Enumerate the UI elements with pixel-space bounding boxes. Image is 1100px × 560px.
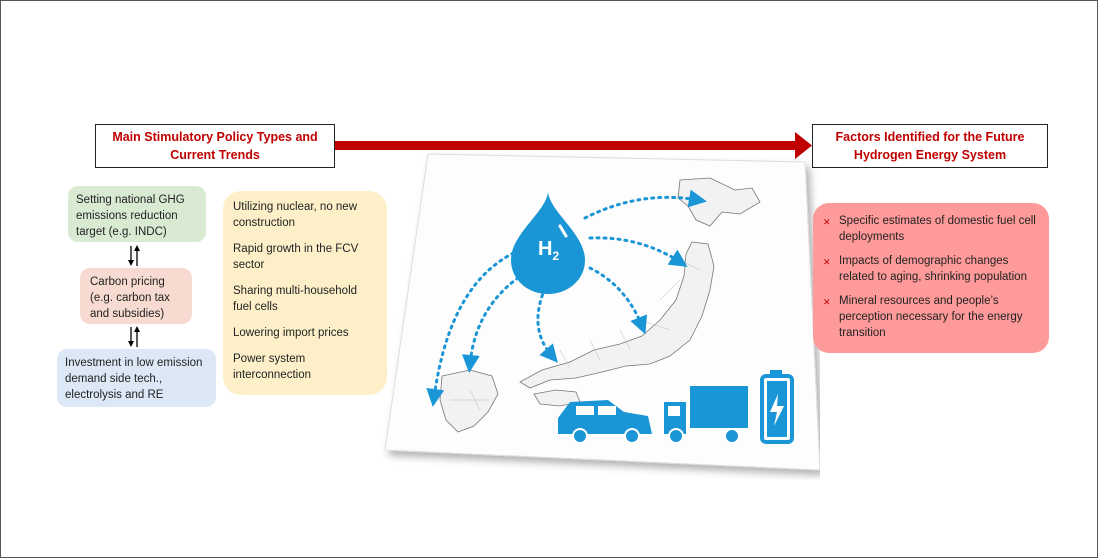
japan-map-card [384,153,820,471]
prefecture-lines [450,259,701,411]
trend-item: Utilizing nuclear, no new construction [233,201,358,229]
factor-item: ✕Specific estimates of domestic fuel cel… [823,215,1036,243]
trend-item: Rapid growth in the FCV sector [233,243,359,271]
carbon-pricing-box: Carbon pricing (e.g. carbon tax and subs… [80,268,192,324]
carbon-pricing-label: Carbon pricing (e.g. carbon tax and subs… [90,276,170,320]
japan-outline [439,177,761,433]
trend-item: Power system interconnection [233,353,311,381]
factor-item: ✕Mineral resources and people’s percepti… [823,295,1023,339]
factors-panel: ✕Specific estimates of domestic fuel cel… [813,203,1049,353]
left-header-title: Main Stimulatory Policy Types and Curren… [112,130,318,162]
trend-item: Lowering import prices [233,327,349,339]
investment-label: Investment in low emission demand side t… [65,357,203,401]
car-icon [558,400,652,444]
policy-target-label: Setting national GHG emissions reduction… [76,194,185,238]
policy-target-box: Setting national GHG emissions reduction… [68,186,206,242]
left-header-box: Main Stimulatory Policy Types and Curren… [95,124,335,168]
trend-item: Sharing multi-household fuel cells [233,285,358,313]
investment-box: Investment in low emission demand side t… [57,349,216,407]
hydrogen-drop-icon [511,192,585,294]
factor-item: ✕Impacts of demographic changes related … [823,255,1027,283]
truck-icon [664,386,748,444]
right-header-box: Factors Identified for the Future Hydrog… [812,124,1048,168]
bidirectional-arrow-1 [128,245,140,266]
trends-panel: Utilizing nuclear, no new construction R… [223,191,387,395]
battery-icon [760,370,794,444]
bidirectional-arrow-2 [128,326,140,347]
right-header-title: Factors Identified for the Future Hydrog… [835,130,1025,162]
h2-label: H2 [538,238,560,263]
